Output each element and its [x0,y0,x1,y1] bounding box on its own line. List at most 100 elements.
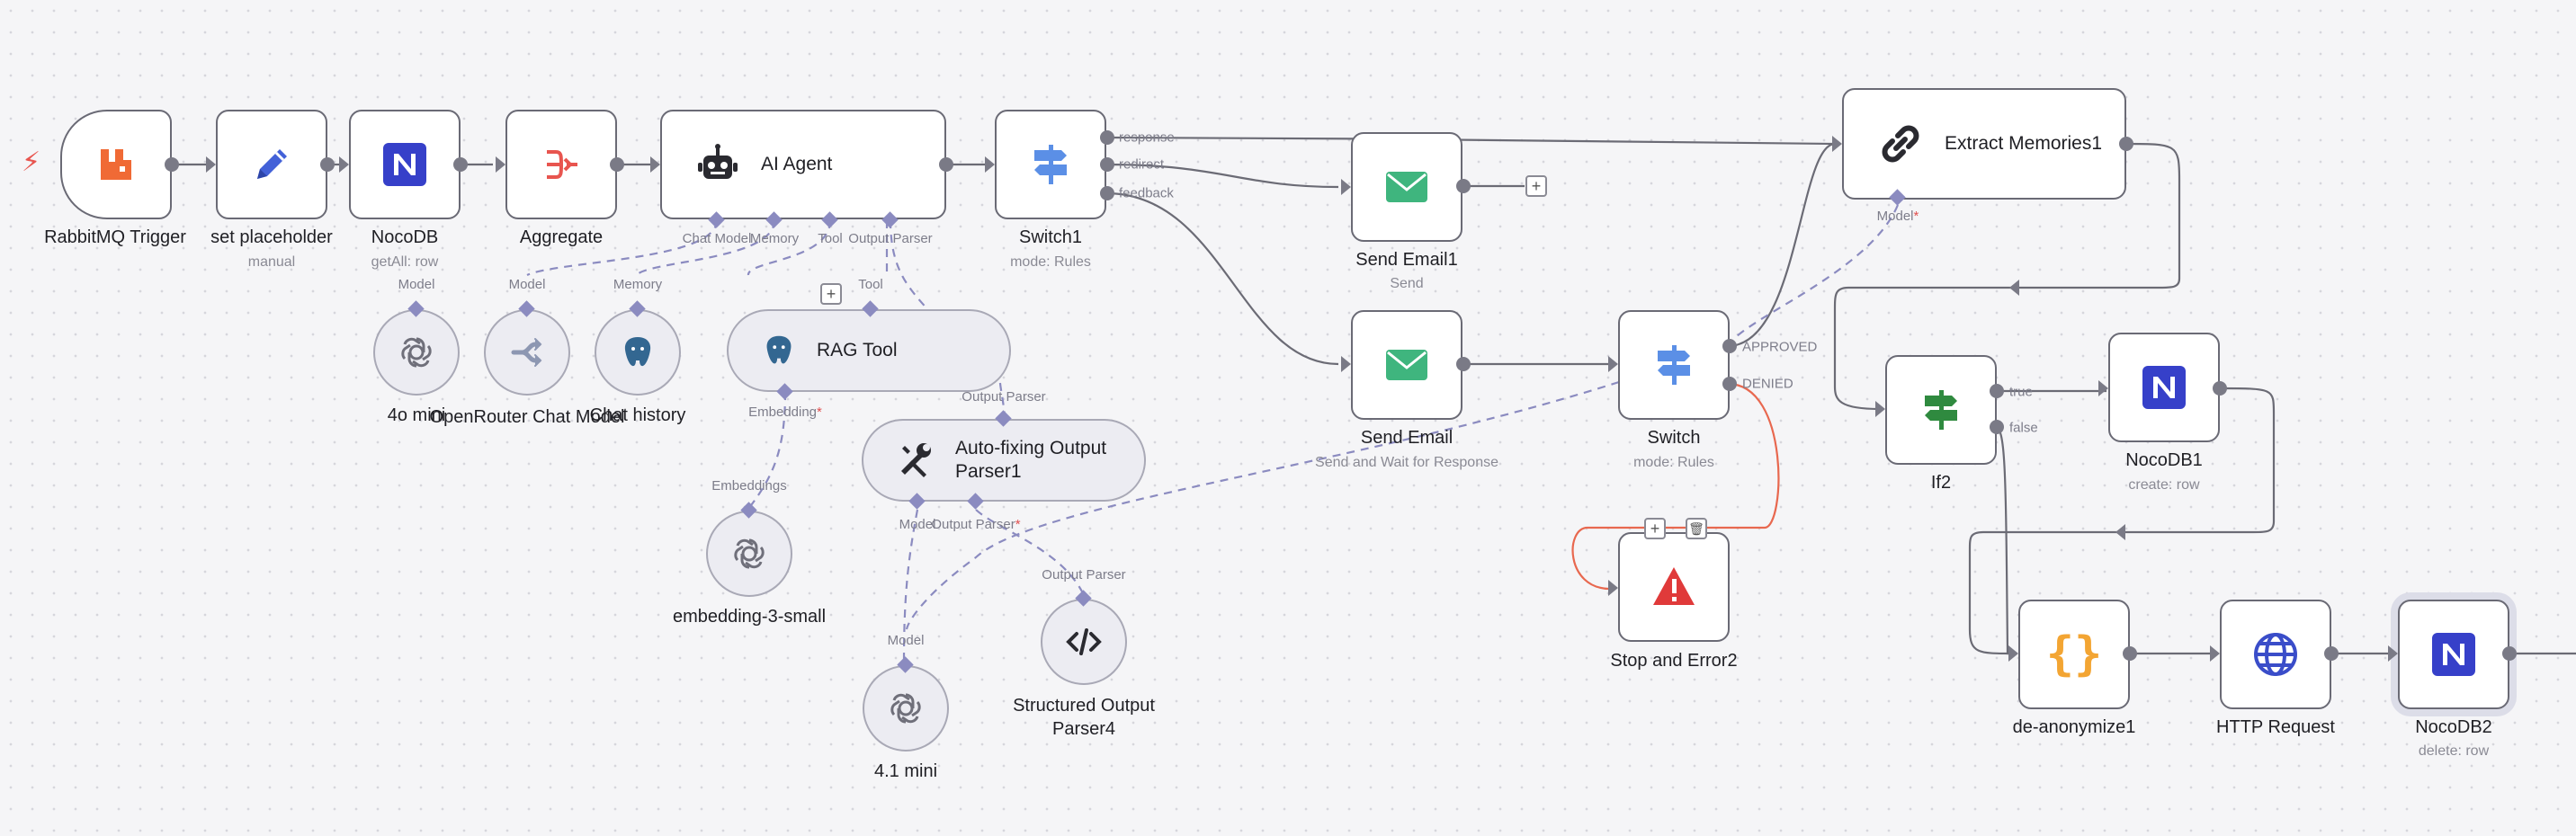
code-braces-icon: {} [2045,627,2103,681]
node-rag-tool[interactable]: RAG Tool [727,309,1011,392]
port-label-memory: Memory [613,277,663,292]
node-extract-memories1[interactable]: Extract Memories1 [1842,88,2126,200]
input-port[interactable] [339,156,349,173]
input-port[interactable] [2388,645,2398,662]
output-port[interactable] [2324,646,2339,661]
warning-icon [1650,564,1697,610]
port-label-model: Model [887,633,925,648]
input-port[interactable] [1875,401,1885,417]
node-title: set placeholder [210,227,333,247]
port-label-output-parser: Output Parser* [931,517,1021,532]
node-nocodb2[interactable] [2398,600,2509,709]
input-port[interactable] [985,156,995,173]
node-4-1-mini[interactable] [863,665,949,752]
output-port[interactable] [2123,646,2137,661]
node-title: Chat history [589,405,686,425]
node-title: NocoDB1 [2125,450,2203,470]
node-auto-fixing-output-parser1[interactable]: Auto-fixing Output Parser1 [862,419,1146,502]
node-stop-and-error2[interactable] [1618,532,1730,642]
node-rabbitmq-trigger[interactable] [60,110,172,219]
input-port[interactable] [206,156,216,173]
input-port[interactable] [1341,356,1351,372]
signpost-icon [1650,342,1697,388]
openrouter-icon [508,334,546,371]
output-label-true: true [2009,384,2033,400]
add-node-button[interactable]: + [1525,175,1547,197]
globe-icon [2251,630,2300,679]
output-port[interactable] [453,157,468,172]
node-aggregate[interactable] [505,110,617,219]
node-if2[interactable] [1885,355,1997,465]
node-title: Extract Memories1 [1945,133,2103,154]
add-node-button[interactable]: + [1644,518,1666,539]
node-ai-agent[interactable]: AI Agent [660,110,946,219]
node-nocodb[interactable] [349,110,461,219]
node-4o-mini[interactable] [373,309,460,396]
port-label-chat-model: Chat Model [682,231,752,246]
node-send-email1[interactable] [1351,132,1462,242]
output-port[interactable] [1456,179,1471,193]
pencil-icon [248,141,295,188]
input-port[interactable] [1341,179,1351,195]
node-title: Aggregate [519,227,604,247]
port-label-output-parser: Output Parser [848,231,933,246]
output-port[interactable] [1722,339,1737,353]
output-port[interactable] [1100,186,1114,200]
node-embedding-3-small[interactable] [706,511,792,597]
output-port[interactable] [1722,377,1737,391]
output-port[interactable] [2119,137,2133,151]
add-tool-button[interactable]: + [820,283,842,305]
node-switch1[interactable] [995,110,1106,219]
output-port[interactable] [1990,384,2004,398]
input-port[interactable] [2210,645,2220,662]
node-title: Send Email [1360,428,1453,448]
input-port[interactable] [496,156,505,173]
output-port[interactable] [320,157,335,172]
loop-arrow [2009,280,2019,296]
node-http-request[interactable] [2220,600,2331,709]
output-port[interactable] [165,157,179,172]
node-title: NocoDB [371,227,439,247]
port-label-output-parser: Output Parser [1042,567,1126,583]
openai-icon [730,535,768,573]
output-port[interactable] [2213,381,2227,396]
node-subtitle: mode: Rules [1633,455,1714,470]
port-label-embedding: Embedding* [748,405,822,420]
input-port[interactable] [1608,356,1618,372]
node-title: Stop and Error2 [1610,651,1738,671]
node-set-placeholder[interactable] [216,110,327,219]
node-de-anonymize1[interactable]: {} [2018,600,2130,709]
node-structured-output-parser4[interactable] [1041,599,1127,685]
node-title: HTTP Request [2216,717,2335,737]
code-icon [1065,623,1103,661]
input-port[interactable] [650,156,660,173]
envelope-icon [1383,164,1430,210]
node-subtitle: mode: Rules [1010,254,1091,270]
node-send-email[interactable] [1351,310,1462,420]
node-nocodb1[interactable] [2108,333,2220,442]
output-label-redirect: redirect [1119,156,1165,173]
node-subtitle: manual [247,254,296,270]
delete-connection-button[interactable]: 🗑 [1686,518,1707,539]
output-port[interactable] [1456,357,1471,371]
input-port[interactable] [2098,380,2108,396]
port-label-memory: Memory [749,231,800,246]
output-port[interactable] [1100,130,1114,145]
nocodb-icon [2430,631,2477,678]
input-port[interactable] [1832,136,1842,152]
output-port[interactable] [939,157,953,172]
output-port[interactable] [1100,157,1114,172]
input-port[interactable] [1608,580,1618,596]
port-label-model: Model* [1876,209,1919,224]
output-port[interactable] [610,157,624,172]
node-chat-history[interactable] [595,309,681,396]
node-openrouter-chat-model[interactable] [484,309,570,396]
node-title: RAG Tool [817,340,898,360]
trigger-bolt-icon: ⚡ [22,147,41,177]
output-label-false: false [2009,420,2038,436]
output-port[interactable] [2502,646,2517,661]
output-port[interactable] [1990,420,2004,434]
node-switch[interactable] [1618,310,1730,420]
nocodb-icon [381,141,428,188]
input-port[interactable] [2008,645,2018,662]
